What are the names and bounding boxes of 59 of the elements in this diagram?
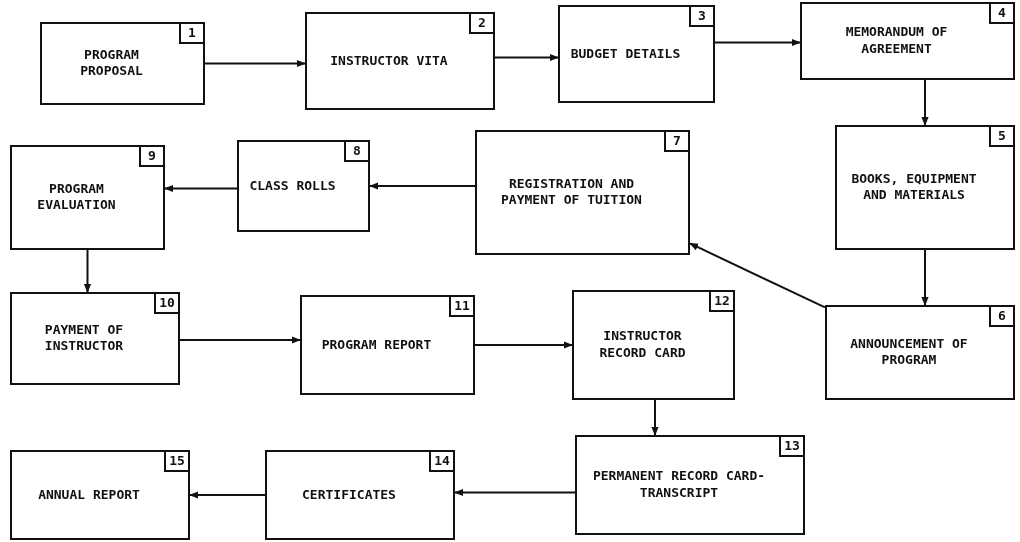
arrow: [474, 341, 573, 349]
step-number: 15: [164, 450, 190, 472]
step-label: PERMANENT RECORD CARD-TRANSCRIPT: [591, 468, 767, 502]
arrow: [651, 399, 659, 436]
process-box: [40, 22, 205, 105]
arrow: [179, 336, 301, 344]
step-number: 5: [989, 125, 1015, 147]
arrow: [204, 59, 306, 68]
process-box: [300, 295, 475, 395]
step-label: INSTRUCTOR RECORD CARD: [598, 328, 687, 362]
step-label: PROGRAM EVALUATION: [36, 180, 117, 215]
step-label: BOOKS, EQUIPMENT AND MATERIALS: [850, 170, 978, 205]
step-label: MEMORANDUM OF AGREEMENT: [844, 24, 949, 58]
process-box: [10, 145, 165, 250]
step-label: PROGRAM PROPOSAL: [79, 46, 144, 81]
arrow: [164, 184, 238, 193]
step-label: CERTIFICATES: [301, 486, 397, 504]
step-number: 13: [779, 435, 805, 457]
step-number: 7: [664, 130, 690, 152]
arrow: [921, 79, 929, 126]
step-number: 12: [709, 290, 735, 312]
process-box: [237, 140, 370, 232]
process-box: [800, 2, 1015, 80]
process-box: [475, 130, 690, 255]
step-label: ANNOUNCEMENT OF PROGRAM: [849, 335, 969, 370]
step-label: CLASS ROLLS: [248, 177, 337, 195]
process-box: [305, 12, 495, 110]
process-box: [10, 292, 180, 385]
process-box: [558, 5, 715, 103]
step-label: INSTRUCTOR VITA: [329, 52, 449, 70]
step-label: BUDGET DETAILS: [569, 45, 682, 63]
process-box: [265, 450, 455, 540]
step-number: 4: [989, 2, 1015, 24]
process-box: [575, 435, 805, 535]
step-number: 11: [449, 295, 475, 317]
step-number: 1: [179, 22, 205, 44]
step-label: PAYMENT OF INSTRUCTOR: [43, 321, 125, 356]
arrow: [189, 491, 266, 499]
step-label: REGISTRATION AND PAYMENT OF TUITION: [500, 175, 643, 210]
process-box: [572, 290, 735, 400]
arrow: [714, 38, 801, 47]
process-box: [835, 125, 1015, 250]
step-number: 6: [989, 305, 1015, 327]
arrow: [369, 182, 476, 190]
arrow: [494, 53, 559, 62]
step-number: 9: [139, 145, 165, 167]
step-number: 10: [154, 292, 180, 314]
step-label: PROGRAM REPORT: [320, 336, 433, 354]
arrow: [83, 249, 92, 293]
step-label: ANNUAL REPORT: [37, 486, 141, 504]
process-box: [825, 305, 1015, 400]
step-number: 14: [429, 450, 455, 472]
step-number: 3: [689, 5, 715, 27]
arrow: [454, 488, 576, 497]
step-number: 8: [344, 140, 370, 162]
arrow: [689, 242, 826, 309]
arrow: [921, 249, 929, 306]
step-number: 2: [469, 12, 495, 34]
process-box: [10, 450, 190, 540]
